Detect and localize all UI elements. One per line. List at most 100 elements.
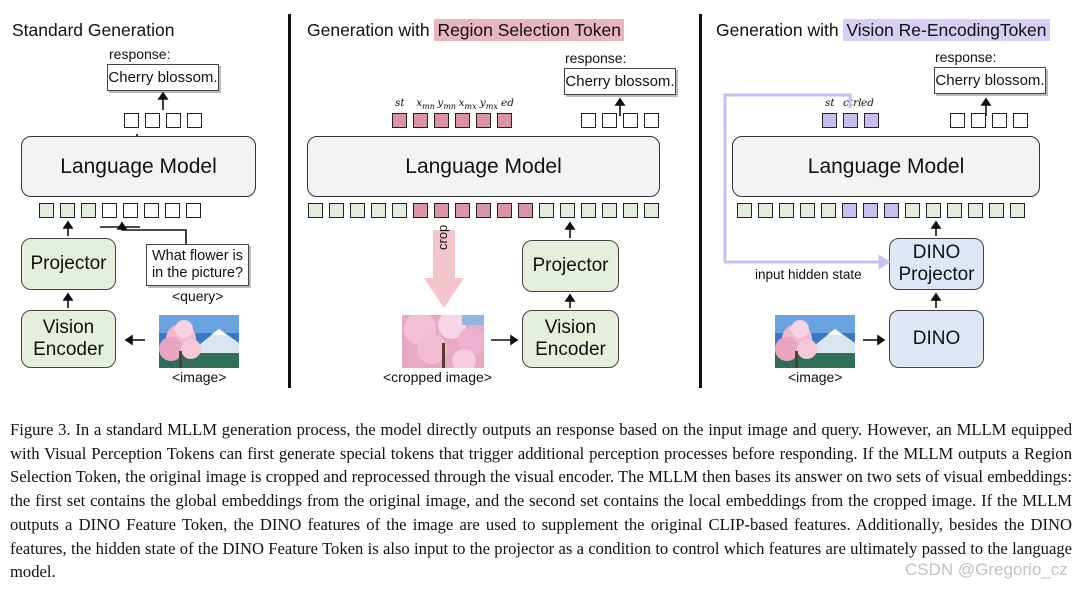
token-square [1013,113,1028,128]
hidden-state-label: input hidden state [755,267,862,282]
token-square [560,203,575,218]
token-square [971,113,986,128]
token-label: ymx [479,97,498,112]
token-square [145,113,160,128]
token-label: st [395,97,405,109]
token-square [644,203,659,218]
token-square [81,203,96,218]
token-square [864,113,879,128]
token-square [187,113,202,128]
token-square [102,203,117,218]
token-square [350,203,365,218]
token-square [822,113,837,128]
token-square [581,203,596,218]
figure-3: Standard Generation response: Cherry blo… [12,14,1050,388]
vision-panel-title: Generation with Vision Re-EncodingToken [716,19,1050,41]
watermark: CSDN @Gregorio_cz [905,560,1068,579]
token-square [539,203,554,218]
token-square [455,203,470,218]
standard-response-label: response: [109,46,171,62]
vision-response-label: response: [935,49,997,65]
token-square [905,203,920,218]
vision-title-prefix: Generation with [716,20,844,40]
token-square [518,203,533,218]
dino-projector: DINO Projector [889,238,984,290]
standard-vision-encoder: Vision Encoder [21,310,116,368]
region-projector: Projector [522,240,619,292]
token-label: ymn [437,97,457,112]
token-square [623,203,638,218]
token-label: ed [501,97,514,109]
token-square [39,203,54,218]
token-square [476,203,491,218]
token-label: xmn [416,97,435,112]
token-square [124,113,139,128]
token-square [186,203,201,218]
token-square [455,113,470,128]
token-square [434,203,449,218]
token-square [308,203,323,218]
token-square [166,113,181,128]
token-square [602,113,617,128]
token-square [737,203,752,218]
vision-title-highlight: Vision Re-EncodingToken [843,19,1050,41]
hidden-state-arrow [723,93,891,270]
token-square [842,203,857,218]
token-square [60,203,75,218]
token-square [947,203,962,218]
token-square [165,203,180,218]
token-square [497,113,512,128]
token-square [581,113,596,128]
token-square [968,203,983,218]
dino-encoder: DINO [889,310,984,368]
region-arrows [491,97,626,346]
token-square [758,203,773,218]
crop-arrow-icon [424,230,464,308]
region-title-prefix: Generation with [307,20,435,40]
token-square [392,203,407,218]
vision-response-box: Cherry blossom. [934,67,1046,94]
token-label: ed [861,97,874,109]
token-square [623,113,638,128]
token-square [329,203,344,218]
token-square [371,203,386,218]
panel-divider-2 [699,14,702,388]
region-vision-encoder: Vision Encoder [522,310,619,368]
standard-response-box: Cherry blossom. [107,64,219,91]
figure-caption: Figure 3. In a standard MLLM generation … [10,420,1072,582]
token-label: st [825,97,835,109]
region-title-highlight: Region Selection Token [434,19,624,41]
token-square [779,203,794,218]
standard-image-tag: <image> [172,369,227,385]
token-square [392,113,407,128]
token-square [989,203,1004,218]
token-label: ctrl [843,97,862,109]
region-panel-title: Generation with Region Selection Token [307,19,624,41]
cherry-blossom-image-svg [159,315,239,368]
token-square [884,203,899,218]
token-square [644,113,659,128]
token-square [926,203,941,218]
standard-language-model: Language Model [21,136,256,197]
token-square [413,113,428,128]
token-square [992,113,1007,128]
token-square [497,203,512,218]
standard-query-box: What flower is in the picture? [146,244,249,286]
vision-image-tag: <image> [788,369,843,385]
standard-query-tag: <query> [172,288,224,304]
token-square [863,203,878,218]
region-response-box: Cherry blossom. [564,68,676,95]
cropped-cherry-image [402,311,486,373]
panel-divider-1 [288,14,291,388]
vision-language-model: Language Model [732,136,1040,197]
token-square [434,113,449,128]
token-square [950,113,965,128]
token-label: xmx [458,97,477,112]
token-square [800,203,815,218]
token-square [602,203,617,218]
region-image-tag: <cropped image> [383,369,492,385]
standard-arrows [62,91,187,346]
cherry-blossom-image [159,315,239,368]
standard-panel-title: Standard Generation [12,20,175,40]
vision-arrows [723,93,992,346]
